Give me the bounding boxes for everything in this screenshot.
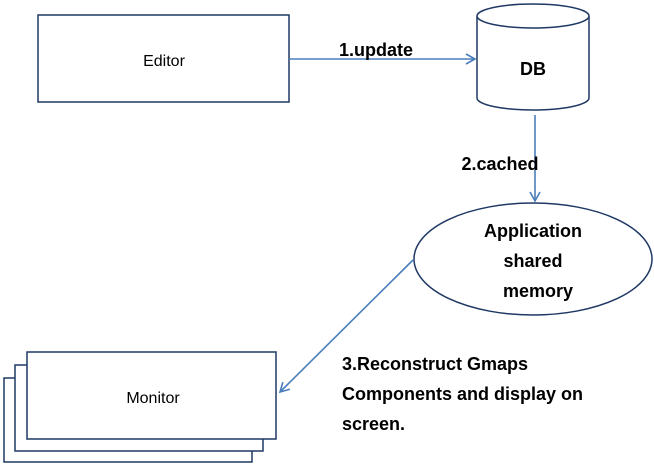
edge-update: 1.update	[289, 40, 477, 65]
reconstruct-arrow	[278, 259, 414, 394]
update-label: 1.update	[339, 40, 413, 60]
db-label: DB	[520, 59, 546, 79]
db-node: DB	[476, 3, 590, 111]
monitor-node: Monitor	[3, 351, 277, 463]
reconstruct-label-line-1: 3.Reconstruct Gmaps	[342, 354, 528, 374]
editor-box	[37, 14, 290, 103]
shared-memory-node: Application shared memory	[413, 202, 653, 316]
edge-cached: 2.cached	[461, 115, 541, 203]
cached-label: 2.cached	[461, 154, 538, 174]
db-cylinder-top	[476, 3, 590, 29]
db-cylinder-body	[476, 16, 590, 111]
editor-label: Editor	[143, 53, 185, 70]
shared-memory-label-line-2: shared	[503, 251, 562, 271]
monitor-label: Monitor	[126, 390, 180, 407]
shared-memory-label-line-1: Application	[484, 221, 582, 241]
editor-node: Editor	[37, 14, 290, 103]
reconstruct-label-line-2: Components and display on	[342, 384, 583, 404]
monitor-box	[26, 351, 277, 440]
shared-memory-label-line-3: memory	[503, 281, 573, 301]
edge-reconstruct: 3.Reconstruct Gmaps Components and displ…	[278, 259, 583, 434]
shared-memory-ellipse	[413, 202, 653, 316]
reconstruct-label-line-3: screen.	[342, 414, 405, 434]
